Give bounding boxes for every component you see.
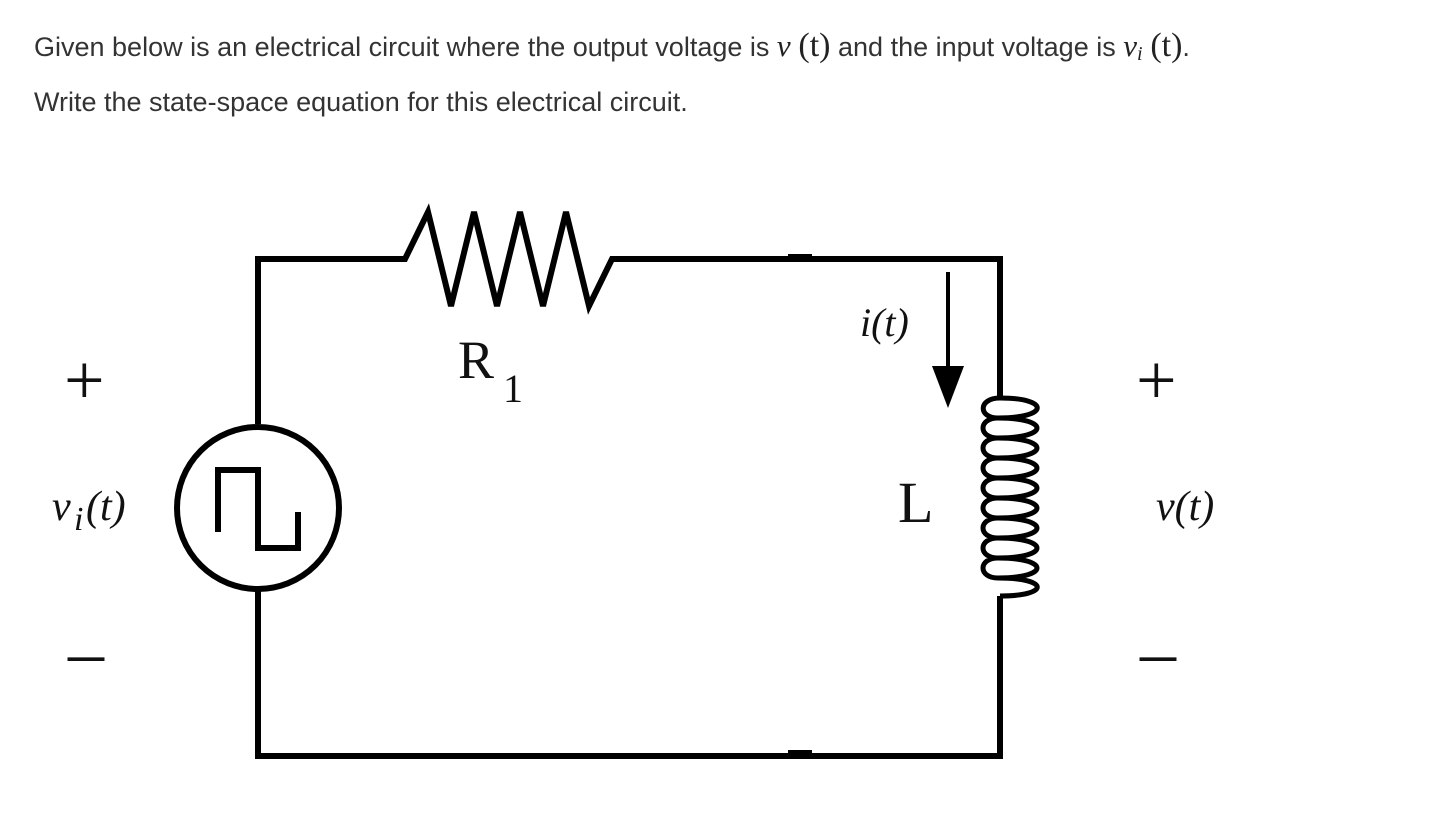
resistor-subscript: 1: [503, 366, 523, 411]
output-minus-sign: –: [1139, 612, 1177, 692]
question-period: .: [1182, 32, 1190, 62]
input-voltage-symbol: vi (t): [1123, 27, 1183, 65]
question-text: Given below is an electrical circuit whe…: [34, 22, 1434, 126]
source-voltage-label: v: [52, 484, 71, 530]
output-voltage-symbol: v (t): [776, 27, 831, 64]
current-label: i(t): [860, 300, 909, 345]
source-voltage-arg: (t): [86, 484, 126, 530]
square-wave-icon: [215, 467, 301, 551]
top-wire-resistor: [255, 203, 1003, 424]
wire-joint-top: [788, 254, 812, 260]
source-plus-sign: +: [64, 340, 105, 420]
inductor-coil: [980, 395, 1040, 599]
output-voltage-label: v(t): [1156, 484, 1214, 530]
wire-joint-bottom: [788, 750, 812, 756]
question-line2: Write the state-space equation for this …: [34, 87, 688, 117]
source-voltage-subscript: i: [74, 501, 83, 538]
question-part2: and the input voltage is: [838, 32, 1116, 62]
left-lower-wire: [255, 590, 1003, 759]
current-arrow-head: [932, 366, 964, 408]
source-minus-sign: –: [67, 612, 105, 692]
question-part1: Given below is an electrical circuit whe…: [34, 32, 770, 62]
resistor-label: R: [458, 330, 494, 390]
inductor-label: L: [898, 470, 933, 535]
output-plus-sign: +: [1136, 340, 1177, 420]
